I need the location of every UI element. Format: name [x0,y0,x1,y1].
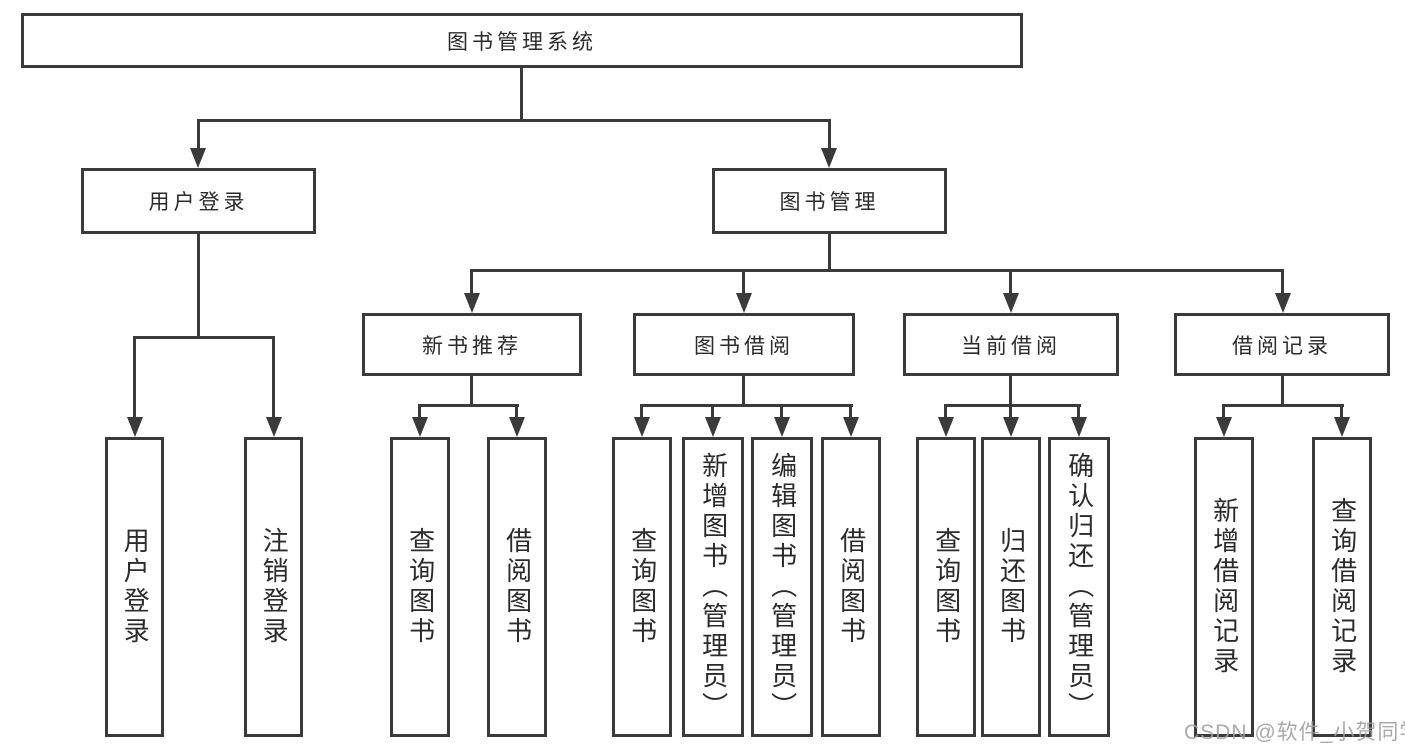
node-new-book-recommend: 新书推荐 [362,313,582,376]
node-root-label: 图书管理系统 [447,30,597,54]
connector-recommend-stem [470,376,473,406]
leaf-edit-book-admin: 编辑图书（管理员） [751,437,813,737]
connector-to-leaf [849,404,852,420]
leaf-add-borrow-record-label: 新增借阅记录 [1209,497,1240,677]
leaf-logout-label: 注销登录 [259,527,290,647]
leaf-add-borrow-record: 新增借阅记录 [1194,437,1254,737]
arrow-down-icon [1003,417,1019,437]
leaf-edit-book-admin-label: 编辑图书（管理员） [767,452,798,722]
leaf-recommend-borrow-book-label: 借阅图书 [502,527,533,647]
connector-root-to-book-mgmt-stem [828,119,831,150]
connector-to-leaf [780,404,783,420]
connector-to-leaf [711,404,714,420]
node-book-borrow: 图书借阅 [633,313,855,376]
leaf-user-login-label: 用户登录 [120,527,151,647]
connector-book-borrow-horizontal [640,404,853,407]
arrow-down-icon [266,417,282,437]
leaf-add-book-admin-label: 新增图书（管理员） [698,452,729,722]
connector-to-new-book-recommend [470,269,473,295]
csdn-watermark: CSDN @软件_小贺同学 [1184,721,1405,744]
connector-to-leaf [1340,404,1343,420]
node-borrow-record-label: 借阅记录 [1232,334,1332,358]
arrow-down-icon [1275,293,1291,313]
node-user-login-label: 用户登录 [148,191,249,214]
connector-root-to-user-login-stem [197,119,200,150]
leaf-borrow-book-label: 借阅图书 [836,527,867,647]
connector-to-leaf [1009,404,1012,420]
node-book-management-label: 图书管理 [779,191,880,214]
connector-to-current-borrow [1009,269,1012,295]
connector-current-borrow-stem [1009,376,1012,406]
arrow-down-icon [774,417,790,437]
connector-recommend-horizontal [418,404,519,407]
arrow-down-icon [190,148,206,168]
arrow-down-icon [1334,417,1350,437]
node-borrow-record: 借阅记录 [1174,313,1390,376]
connector-root-horizontal [197,119,831,122]
connector-book-mgmt-horizontal [470,269,1284,272]
leaf-borrow-query-book: 查询图书 [612,437,672,737]
connector-current-borrow-horizontal [944,404,1081,407]
node-user-login: 用户登录 [81,168,316,234]
node-book-management: 图书管理 [712,168,947,234]
connector-to-borrow-record [1281,269,1284,295]
connector-to-leaf-user-login [133,336,136,419]
connector-borrow-record-stem [1281,376,1284,406]
leaf-return-book: 归还图书 [981,437,1041,737]
node-book-borrow-label: 图书借阅 [694,334,794,358]
connector-to-leaf [515,404,518,420]
arrow-down-icon [1071,417,1087,437]
arrow-down-icon [509,417,525,437]
connector-to-leaf [640,404,643,420]
leaf-current-query-book: 查询图书 [916,437,976,737]
connector-to-leaf [1222,404,1225,420]
connector-to-leaf-logout [272,336,275,419]
leaf-query-borrow-record: 查询借阅记录 [1312,437,1372,737]
arrow-down-icon [821,148,837,168]
arrow-down-icon [1003,293,1019,313]
connector-root-stem [520,68,523,120]
leaf-recommend-borrow-book: 借阅图书 [487,437,547,737]
leaf-return-book-label: 归还图书 [996,527,1027,647]
leaf-add-book-admin: 新增图书（管理员） [682,437,744,737]
arrow-down-icon [127,417,143,437]
node-current-borrow: 当前借阅 [903,313,1119,376]
leaf-confirm-return-admin: 确认归还（管理员） [1048,437,1110,737]
arrow-down-icon [464,293,480,313]
arrow-down-icon [412,417,428,437]
connector-user-login-horizontal [133,336,275,339]
node-new-book-recommend-label: 新书推荐 [422,334,522,358]
connector-borrow-record-horizontal [1222,404,1344,407]
leaf-user-login: 用户登录 [105,437,164,737]
arrow-down-icon [843,417,859,437]
arrow-down-icon [634,417,650,437]
connector-user-login-stem [197,234,200,338]
connector-to-leaf [418,404,421,420]
leaf-borrow-query-book-label: 查询图书 [627,527,658,647]
arrow-down-icon [1216,417,1232,437]
connector-book-borrow-stem [742,376,745,406]
arrow-down-icon [736,293,752,313]
node-current-borrow-label: 当前借阅 [961,334,1061,358]
connector-to-book-borrow [742,269,745,295]
leaf-recommend-query-book: 查询图书 [390,437,450,737]
leaf-borrow-book: 借阅图书 [821,437,881,737]
connector-to-leaf [944,404,947,420]
connector-to-leaf [1077,404,1080,420]
leaf-current-query-book-label: 查询图书 [931,527,962,647]
connector-book-mgmt-stem [828,234,831,271]
leaf-logout: 注销登录 [244,437,303,737]
leaf-confirm-return-admin-label: 确认归还（管理员） [1064,452,1095,722]
leaf-query-borrow-record-label: 查询借阅记录 [1327,497,1358,677]
node-root-library-system: 图书管理系统 [21,13,1023,68]
arrow-down-icon [938,417,954,437]
leaf-recommend-query-book-label: 查询图书 [405,527,436,647]
arrow-down-icon [705,417,721,437]
